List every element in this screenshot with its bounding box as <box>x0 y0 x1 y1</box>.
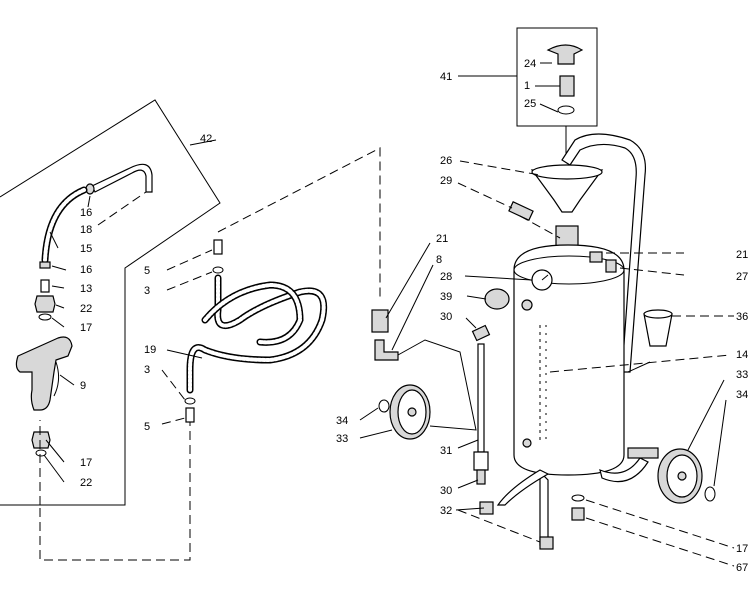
funnel-26 <box>530 169 604 213</box>
nut-22b <box>31 431 51 449</box>
callout-21-right: 21 <box>736 249 748 261</box>
callout-42: 42 <box>200 133 212 145</box>
foot-32b <box>539 536 554 550</box>
lance-tube <box>91 163 153 193</box>
valve-29 <box>508 201 534 221</box>
wheel-left <box>378 384 431 440</box>
callout-34-left: 34 <box>336 415 348 427</box>
nut-22 <box>34 295 56 313</box>
callout-25: 25 <box>524 98 536 110</box>
fitting-13 <box>40 279 50 293</box>
wheel-right <box>657 448 716 504</box>
callout-9: 9 <box>80 380 86 392</box>
elbow-30 <box>471 324 491 342</box>
fitting-27 <box>605 259 617 273</box>
callout-19: 19 <box>144 344 156 356</box>
spray-gun-assembly <box>15 163 153 457</box>
elbow-8 <box>374 339 399 361</box>
coiled-hose-19 <box>39 147 381 505</box>
callout-3-bottom: 3 <box>144 364 150 376</box>
callout-labels: 41 24 1 25 26 29 21 8 21 27 28 39 30 36 … <box>80 58 748 574</box>
callout-29: 29 <box>440 175 452 187</box>
callout-22-top: 22 <box>80 303 92 315</box>
dip-tube-31 <box>477 343 485 453</box>
callout-34-right: 34 <box>736 389 748 401</box>
callout-41: 41 <box>440 71 452 83</box>
callout-13: 13 <box>80 283 92 295</box>
callout-8: 8 <box>436 254 442 266</box>
fitting-16 <box>39 261 51 269</box>
tank-assembly <box>479 133 673 550</box>
washer-3-bottom <box>184 397 196 405</box>
callout-16-top: 16 <box>80 207 92 219</box>
axle <box>627 447 659 459</box>
callout-32: 32 <box>440 505 452 517</box>
callout-27: 27 <box>736 271 748 283</box>
washer-34-left <box>378 399 390 413</box>
plug-1 <box>559 75 575 97</box>
callout-3-top: 3 <box>144 285 150 297</box>
level-scale <box>539 325 547 440</box>
callout-21-left: 21 <box>436 233 448 245</box>
cup-36 <box>643 313 673 347</box>
callout-15: 15 <box>80 243 92 255</box>
callout-26: 26 <box>440 155 452 167</box>
kit-42-outline <box>0 99 221 561</box>
oring-17 <box>38 313 52 321</box>
callout-24: 24 <box>524 58 536 70</box>
callout-17-top: 17 <box>80 322 92 334</box>
leader-lines <box>43 62 735 567</box>
callout-14: 14 <box>736 349 748 361</box>
callout-39: 39 <box>440 291 452 303</box>
washer-34-right <box>704 486 716 502</box>
gasket-25 <box>557 105 575 115</box>
callout-67: 67 <box>736 562 748 574</box>
callout-5-bottom: 5 <box>144 421 150 433</box>
callout-5-top: 5 <box>144 265 150 277</box>
callout-18: 18 <box>80 224 92 236</box>
callout-16-mid: 16 <box>80 264 92 276</box>
callout-33-right: 33 <box>736 369 748 381</box>
callout-17-mid: 17 <box>80 457 92 469</box>
callout-28: 28 <box>440 271 452 283</box>
callout-30-bottom: 30 <box>440 485 452 497</box>
oring-17b <box>35 449 47 457</box>
fitting-21 <box>589 251 603 263</box>
connector-21 <box>371 309 389 333</box>
callout-1: 1 <box>524 80 530 92</box>
fitting-5-bottom <box>185 407 195 423</box>
callout-36: 36 <box>736 311 748 323</box>
callout-31: 31 <box>440 445 452 457</box>
callout-17-bottom: 17 <box>736 543 748 555</box>
cap-24 <box>546 44 584 65</box>
cap-39 <box>484 288 510 310</box>
callout-22-bottom: 22 <box>80 477 92 489</box>
dip-tube-assembly <box>371 309 491 485</box>
tank-legs <box>539 470 549 546</box>
spray-gun-9 <box>15 336 73 411</box>
washer-3-top <box>212 266 224 274</box>
fitting-5-top <box>213 239 223 255</box>
kit-41-box <box>516 27 598 160</box>
callout-33-left: 33 <box>336 433 348 445</box>
callout-30-top: 30 <box>440 311 452 323</box>
